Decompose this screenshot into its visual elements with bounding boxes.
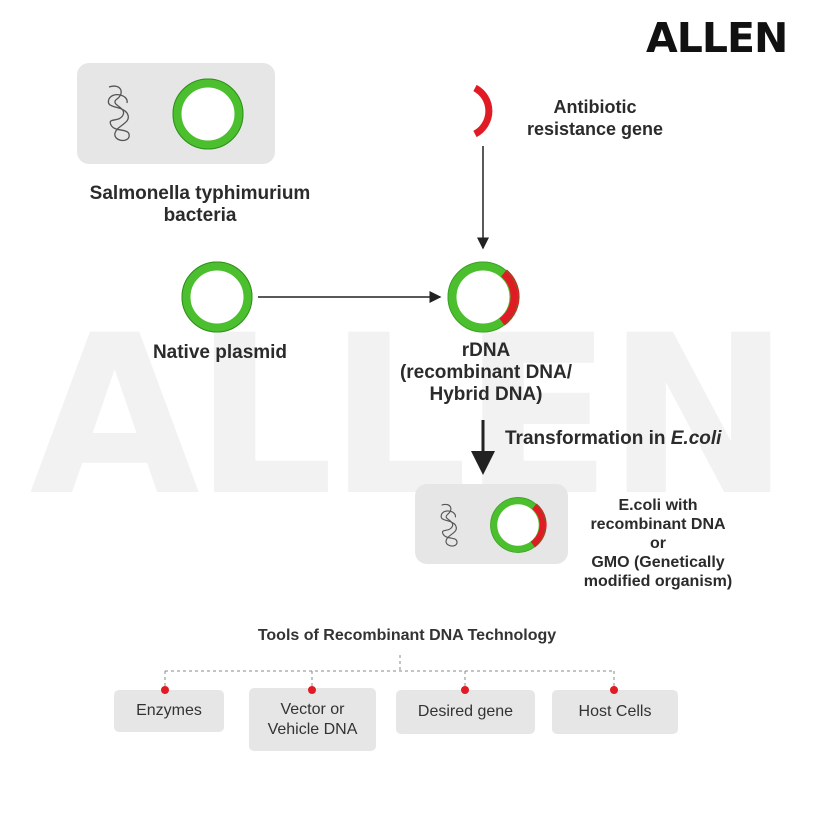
native-plasmid-label: Native plasmid — [152, 342, 288, 363]
transformation-prefix: Transformation in — [505, 428, 671, 449]
tool-vector-dna-line1: Vector or — [280, 700, 345, 718]
transformation-label: Transformation in E.coli — [505, 428, 775, 450]
antibiotic-gene-label-line1: Antibiotic — [553, 97, 637, 117]
rdna-label-line1: rDNA — [461, 340, 511, 361]
antibiotic-gene-label-line2: resistance gene — [526, 119, 664, 139]
ecoli-label-line3: or — [650, 535, 666, 552]
watermark-text: ALLEN — [29, 288, 784, 544]
salmonella-label-line1: Salmonella typhimurium — [89, 183, 311, 204]
salmonella-cell-box — [77, 63, 275, 164]
salmonella-label-line2: bacteria — [163, 205, 237, 226]
allen-logo: ALLEN — [646, 14, 788, 62]
tool-bullet-dot — [610, 686, 618, 694]
antibiotic-gene-label: Antibiotic resistance gene — [490, 96, 700, 140]
tool-host-cells: Host Cells — [552, 690, 678, 734]
bacterial-chromosome-icon — [440, 503, 458, 547]
ecoli-label-line4: GMO (Genetically — [591, 554, 725, 571]
ecoli-label-line1: E.coli with — [618, 497, 698, 514]
tool-enzymes: Enzymes — [114, 690, 224, 732]
antibiotic-gene-icon — [473, 84, 493, 138]
recombinant-plasmid-icon — [490, 497, 547, 553]
tool-enzymes-line1: Enzymes — [136, 702, 202, 719]
tool-vector-dna: Vector or Vehicle DNA — [249, 688, 376, 751]
salmonella-label: Salmonella typhimurium bacteria — [40, 183, 360, 227]
tool-host-cells-line1: Host Cells — [578, 703, 652, 720]
tool-bullet-dot — [461, 686, 469, 694]
rdna-label-line2: (recombinant DNA/ — [399, 362, 573, 383]
plasmid-icon — [172, 78, 244, 150]
rdna-label: rDNA (recombinant DNA/ Hybrid DNA) — [366, 340, 606, 406]
ecoli-label-line2: recombinant DNA — [590, 516, 726, 533]
tool-bullet-dot — [161, 686, 169, 694]
native-plasmid-icon — [181, 261, 253, 333]
ecoli-label-line5: modified organism) — [583, 573, 733, 590]
tool-desired-gene: Desired gene — [396, 690, 535, 734]
tool-bullet-dot — [308, 686, 316, 694]
transformation-organism: E.coli — [670, 428, 722, 449]
tools-title: Tools of Recombinant DNA Technology — [257, 627, 557, 644]
ecoli-cell-box — [415, 484, 568, 564]
ecoli-label: E.coli with recombinant DNA or GMO (Gene… — [553, 496, 763, 591]
tool-vector-dna-line2: Vehicle DNA — [267, 720, 358, 738]
rdna-label-line3: Hybrid DNA) — [429, 384, 543, 405]
tool-desired-gene-line1: Desired gene — [417, 703, 514, 720]
bacterial-chromosome-icon — [107, 85, 130, 142]
recombinant-plasmid-icon — [447, 261, 520, 333]
